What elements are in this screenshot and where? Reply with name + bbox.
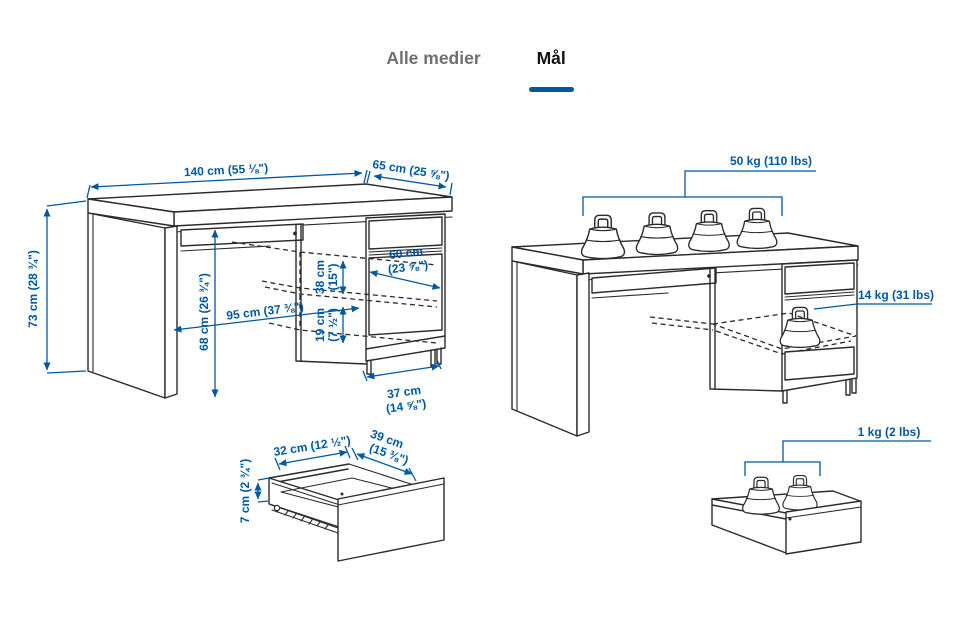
tab-measurements-label: Mål	[536, 48, 566, 68]
dim-lower-compartment-2: (7 ½")	[326, 308, 340, 342]
desk-dimension-diagram: 140 cm (55 ⅛") 65 cm (25 ⅝") 73 cm (28 ¾…	[26, 157, 453, 416]
knee-space-back-line	[180, 245, 271, 252]
pedestal-legs	[366, 347, 442, 375]
weight-in-drawer	[782, 475, 818, 511]
load-annotations: 50 kg (110 lbs) 14 kg (31 lbs)	[582, 154, 934, 310]
tab-measurements[interactable]: Mål	[528, 48, 574, 92]
dim-line-cabinet-depth	[369, 270, 441, 290]
desk-outline-loads	[511, 232, 859, 437]
drawer-inner-left-edge	[271, 482, 341, 506]
dim-line-drawer-width	[278, 449, 348, 467]
center-drawer-front	[180, 223, 304, 247]
desk-outline	[87, 183, 453, 399]
left-side-panel	[511, 260, 578, 437]
left-side-panel-front-edge	[164, 225, 178, 399]
dim-line-drawer-depth	[356, 453, 413, 475]
load-bracket-tabletop	[582, 196, 783, 216]
load-bracket-drawer	[744, 461, 821, 476]
drawer-load-annotations: 1 kg (2 lbs)	[744, 425, 931, 476]
drawer-slide-rail	[271, 504, 339, 534]
rail-wheel	[273, 504, 281, 512]
pedestal-top-drawer	[368, 216, 443, 250]
dim-desk-height: 73 cm (28 ¾")	[26, 250, 40, 328]
media-tabs: Alle medier Mål	[0, 49, 960, 92]
tab-all-media-label: Alle medier	[386, 48, 481, 68]
weight-in-drawer	[742, 476, 780, 515]
dim-upper-compartment-1: 38 cm	[313, 260, 327, 294]
drawer-side-pin	[340, 492, 344, 496]
hidden-shelf-dashed-lines	[649, 312, 857, 355]
tab-underline	[528, 87, 574, 92]
pedestal-drawer-gap	[368, 247, 443, 256]
weight-icon	[736, 207, 778, 250]
drawer-dimension-diagram: 32 cm (12 ½") 39 cm (15 ⅜") 7 cm (2 ¾")	[238, 427, 445, 562]
dim-cabinet-depth-1: 60 cm	[388, 244, 423, 262]
dim-cabinet-width-1: 37 cm	[386, 383, 422, 402]
dim-upper-compartment-2: (15")	[326, 263, 340, 290]
pedestal-top-drawer	[784, 262, 855, 295]
desk-load-diagram: 50 kg (110 lbs) 14 kg (31 lbs)	[511, 154, 934, 437]
drawer-front-top-edge	[337, 483, 445, 506]
pedestal-bottom-drawer	[784, 346, 855, 381]
dim-desk-depth: 65 cm (25 ⅝")	[372, 157, 451, 183]
dim-knee-height: 68 cm (26 ¾")	[197, 273, 211, 351]
dim-desk-width: 140 cm (55 ⅛")	[183, 161, 268, 179]
drawer-load-diagram: 1 kg (2 lbs)	[711, 425, 931, 555]
load-shelf: 14 kg (31 lbs)	[858, 288, 934, 302]
dim-line-knee-width	[173, 305, 360, 333]
weight-icon	[580, 214, 626, 260]
center-drawer-front	[591, 267, 717, 294]
tab-all-media[interactable]: Alle medier	[386, 49, 480, 92]
weight-icon	[688, 210, 730, 253]
desk-dimension-annotations: 140 cm (55 ⅛") 65 cm (25 ⅝") 73 cm (28 ¾…	[26, 157, 453, 416]
dim-cabinet-width-2: (14 ⅝")	[385, 396, 427, 415]
dim-drawer-height: 7 cm (2 ¾")	[238, 459, 252, 523]
dim-line-cabinet-width	[366, 363, 440, 380]
drawer-right-rim	[348, 463, 421, 488]
pedestal-drawer-gap	[784, 291, 855, 301]
pedestal-legs	[782, 378, 857, 404]
knee-space-back-line	[591, 292, 669, 299]
dim-drawer-width: 32 cm (12 ½")	[273, 433, 352, 459]
drawer-with-weights	[711, 475, 862, 555]
dim-cabinet-depth-2: (23 ⅝")	[387, 258, 429, 277]
load-leader-shelf	[813, 303, 932, 310]
load-tabletop: 50 kg (110 lbs)	[730, 154, 812, 168]
dim-line-desk-width	[90, 169, 363, 191]
pedestal-plinth	[365, 335, 446, 362]
open-drawer-outline	[268, 463, 445, 562]
weight-icon	[635, 212, 679, 256]
pedestal-side-wall-edge	[709, 268, 783, 392]
dim-line-desk-depth	[373, 173, 447, 190]
drawer-side-pin	[788, 517, 792, 521]
drawer-front-top-edge	[785, 506, 862, 519]
left-side-panel-front-edge	[576, 272, 590, 437]
left-side-panel	[87, 212, 166, 399]
drawer-front-panel	[785, 500, 862, 555]
load-drawer: 1 kg (2 lbs)	[858, 425, 921, 439]
dim-lower-compartment-1: 19 cm	[313, 308, 327, 342]
pedestal-side-wall-edge	[295, 224, 367, 365]
drawer-back-rim	[268, 463, 350, 484]
drawer-front-panel	[337, 477, 445, 562]
